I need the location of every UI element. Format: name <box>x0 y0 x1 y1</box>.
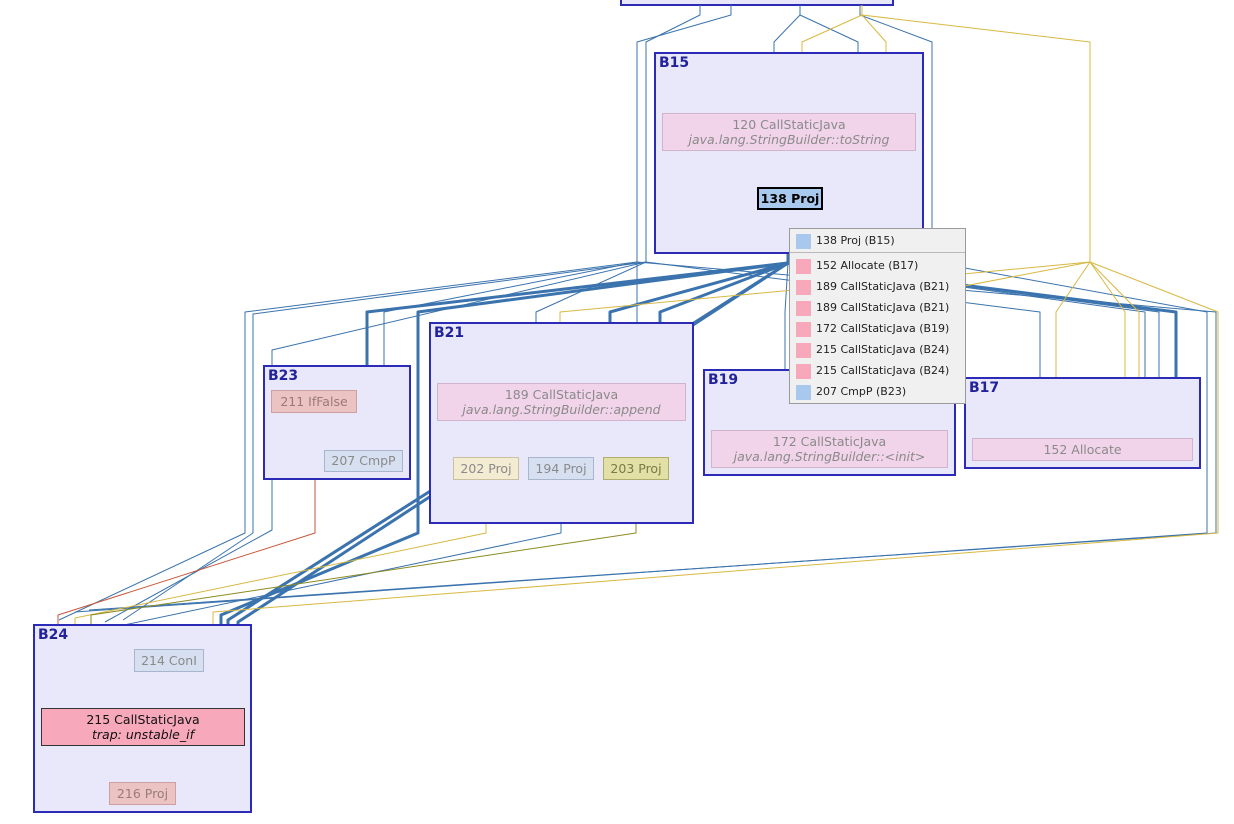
block-label: B15 <box>659 55 690 71</box>
popup-row-label: 215 CallStaticJava (B24) <box>816 343 950 356</box>
node-successors-popup: 138 Proj (B15) 152 Allocate (B17) 189 Ca… <box>789 228 966 404</box>
node-211-iffalse[interactable]: 211 IfFalse <box>271 390 357 413</box>
popup-row-label: 189 CallStaticJava (B21) <box>816 301 950 314</box>
node-title: 152 Allocate <box>1043 442 1122 457</box>
node-title: 211 IfFalse <box>280 394 348 409</box>
node-214-coni[interactable]: 214 ConI <box>134 649 204 672</box>
node-title: 203 Proj <box>610 461 662 476</box>
node-title: 172 CallStaticJava <box>772 434 887 449</box>
popup-color-swatch <box>796 363 811 379</box>
top-block-partial <box>620 0 894 6</box>
node-title: 216 Proj <box>116 786 169 801</box>
node-subtitle: java.lang.StringBuilder::<init> <box>733 449 926 464</box>
block-label: B19 <box>708 372 739 388</box>
popup-color-swatch <box>796 233 811 249</box>
node-194-proj[interactable]: 194 Proj <box>528 457 594 480</box>
node-216-proj[interactable]: 216 Proj <box>109 782 176 805</box>
popup-color-swatch <box>796 321 811 337</box>
popup-item[interactable]: 207 CmpP (B23) <box>796 384 906 400</box>
node-title: 120 CallStaticJava <box>732 117 846 132</box>
node-172-callstaticjava[interactable]: 172 CallStaticJava java.lang.StringBuild… <box>711 430 948 468</box>
popup-header-row[interactable]: 138 Proj (B15) <box>796 233 895 249</box>
node-title: 214 ConI <box>141 653 197 668</box>
block-label: B17 <box>969 380 1000 396</box>
popup-color-swatch <box>796 342 811 358</box>
node-title: 215 CallStaticJava <box>86 712 200 727</box>
popup-row-label: 152 Allocate (B17) <box>816 259 919 272</box>
block-b21[interactable]: B21 <box>429 322 694 524</box>
popup-row-label: 189 CallStaticJava (B21) <box>816 280 950 293</box>
popup-item[interactable]: 172 CallStaticJava (B19) <box>796 321 949 337</box>
node-title: 202 Proj <box>460 461 512 476</box>
node-120-callstaticjava[interactable]: 120 CallStaticJava java.lang.StringBuild… <box>662 113 916 151</box>
popup-item[interactable]: 189 CallStaticJava (B21) <box>796 300 949 316</box>
block-label: B24 <box>38 627 69 643</box>
node-202-proj[interactable]: 202 Proj <box>453 457 519 480</box>
popup-item[interactable]: 215 CallStaticJava (B24) <box>796 363 949 379</box>
node-189-callstaticjava[interactable]: 189 CallStaticJava java.lang.StringBuild… <box>437 383 686 421</box>
node-title: 194 Proj <box>535 461 587 476</box>
node-title: 207 CmpP <box>331 453 396 468</box>
node-title: 138 Proj <box>760 191 820 206</box>
popup-separator <box>790 252 965 253</box>
node-title: 189 CallStaticJava <box>504 387 619 402</box>
popup-color-swatch <box>796 300 811 316</box>
popup-row-label: 207 CmpP (B23) <box>816 385 907 398</box>
node-subtitle: java.lang.StringBuilder::toString <box>688 132 890 147</box>
node-subtitle: trap: unstable_if <box>92 727 194 742</box>
node-215-callstaticjava[interactable]: 215 CallStaticJava trap: unstable_if <box>41 708 245 746</box>
node-subtitle: java.lang.StringBuilder::append <box>462 402 661 417</box>
popup-item[interactable]: 189 CallStaticJava (B21) <box>796 279 949 295</box>
node-138-proj-selected[interactable]: 138 Proj <box>757 187 823 210</box>
block-label: B21 <box>434 325 465 341</box>
popup-row-label: 215 CallStaticJava (B24) <box>816 364 950 377</box>
popup-item[interactable]: 215 CallStaticJava (B24) <box>796 342 949 358</box>
popup-row-label: 172 CallStaticJava (B19) <box>816 322 950 335</box>
block-b15[interactable]: B15 <box>654 52 924 254</box>
popup-item[interactable]: 152 Allocate (B17) <box>796 258 918 274</box>
popup-color-swatch <box>796 279 811 295</box>
node-152-allocate[interactable]: 152 Allocate <box>972 438 1193 461</box>
node-203-proj[interactable]: 203 Proj <box>603 457 669 480</box>
popup-color-swatch <box>796 384 811 400</box>
block-label: B23 <box>268 368 299 384</box>
popup-color-swatch <box>796 258 811 274</box>
node-207-cmpp[interactable]: 207 CmpP <box>324 450 403 472</box>
popup-row-label: 138 Proj (B15) <box>816 234 895 247</box>
